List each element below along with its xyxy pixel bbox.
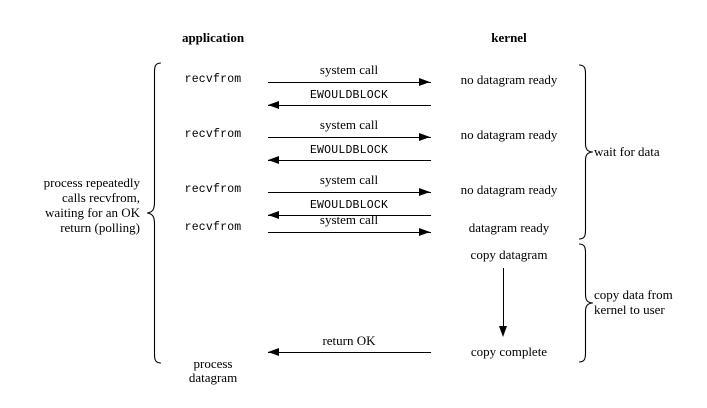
left-annotation-line-3: waiting for an OK bbox=[45, 205, 140, 220]
kernel-state-3: no datagram ready bbox=[460, 182, 558, 197]
arrow-head-left-return-ok bbox=[268, 347, 279, 356]
arrow-line-ewouldblock-1 bbox=[268, 105, 431, 106]
arrow-head-right-system-call-4 bbox=[419, 227, 430, 236]
left-annotation-line-2-suffix: , bbox=[136, 190, 140, 205]
kernel-state-5: copy datagram bbox=[470, 247, 548, 262]
application-call-3: recvfrom bbox=[184, 183, 242, 196]
arrow-head-left-ewouldblock-3 bbox=[268, 210, 279, 219]
left-annotation-brace bbox=[146, 62, 162, 364]
application-result-line-1: process bbox=[193, 356, 233, 371]
arrow-label-ewouldblock-2: EWOULDBLOCK bbox=[309, 144, 389, 157]
application-call-2: recvfrom bbox=[184, 128, 242, 141]
application-call-1: recvfrom bbox=[184, 73, 242, 86]
kernel-state-6: copy complete bbox=[470, 344, 548, 359]
kernel-state-4: datagram ready bbox=[468, 220, 550, 235]
column-header-application: application bbox=[181, 30, 245, 45]
copy-arrow-line bbox=[503, 268, 504, 330]
arrow-line-system-call-1 bbox=[268, 82, 431, 83]
arrow-line-return-ok bbox=[268, 352, 431, 353]
arrow-head-right-system-call-2 bbox=[419, 132, 430, 141]
arrow-label-return-ok: return OK bbox=[322, 333, 376, 348]
wait-for-data-brace bbox=[578, 64, 594, 240]
left-annotation-recvfrom-mono: recvfrom bbox=[89, 190, 137, 205]
application-result-line-2: datagram bbox=[188, 370, 238, 385]
arrow-label-system-call-2: system call bbox=[319, 117, 379, 132]
arrow-line-ewouldblock-3 bbox=[268, 215, 431, 216]
copy-data-brace bbox=[578, 243, 594, 363]
arrow-head-right-system-call-3 bbox=[419, 187, 430, 196]
arrow-line-system-call-2 bbox=[268, 137, 431, 138]
arrow-line-system-call-4 bbox=[268, 232, 431, 233]
left-annotation-line-4: return (polling) bbox=[60, 220, 140, 235]
arrow-head-left-ewouldblock-2 bbox=[268, 155, 279, 164]
arrow-head-right-system-call-1 bbox=[419, 77, 430, 86]
arrow-label-system-call-1: system call bbox=[319, 62, 379, 77]
kernel-state-1: no datagram ready bbox=[460, 72, 558, 87]
arrow-line-ewouldblock-2 bbox=[268, 160, 431, 161]
arrow-head-left-ewouldblock-1 bbox=[268, 100, 279, 109]
right-annotation-copy-data-line-1: copy data from bbox=[594, 287, 673, 302]
copy-arrow-head-down bbox=[498, 326, 507, 337]
arrow-line-system-call-3 bbox=[268, 192, 431, 193]
application-call-4: recvfrom bbox=[184, 221, 242, 234]
arrow-label-system-call-4: system call bbox=[319, 212, 379, 227]
left-annotation-line-2-prefix: calls bbox=[62, 190, 90, 205]
right-annotation-wait-for-data: wait for data bbox=[594, 144, 660, 159]
right-annotation-copy-data-line-2: kernel to user bbox=[594, 302, 665, 317]
left-annotation-line-1: process repeatedly bbox=[43, 175, 140, 190]
arrow-label-ewouldblock-1: EWOULDBLOCK bbox=[309, 89, 389, 102]
kernel-state-2: no datagram ready bbox=[460, 127, 558, 142]
left-annotation-line-2: calls recvfrom, bbox=[0, 191, 140, 205]
arrow-label-system-call-3: system call bbox=[319, 172, 379, 187]
arrow-label-ewouldblock-3: EWOULDBLOCK bbox=[309, 199, 389, 212]
column-header-kernel: kernel bbox=[491, 30, 527, 45]
